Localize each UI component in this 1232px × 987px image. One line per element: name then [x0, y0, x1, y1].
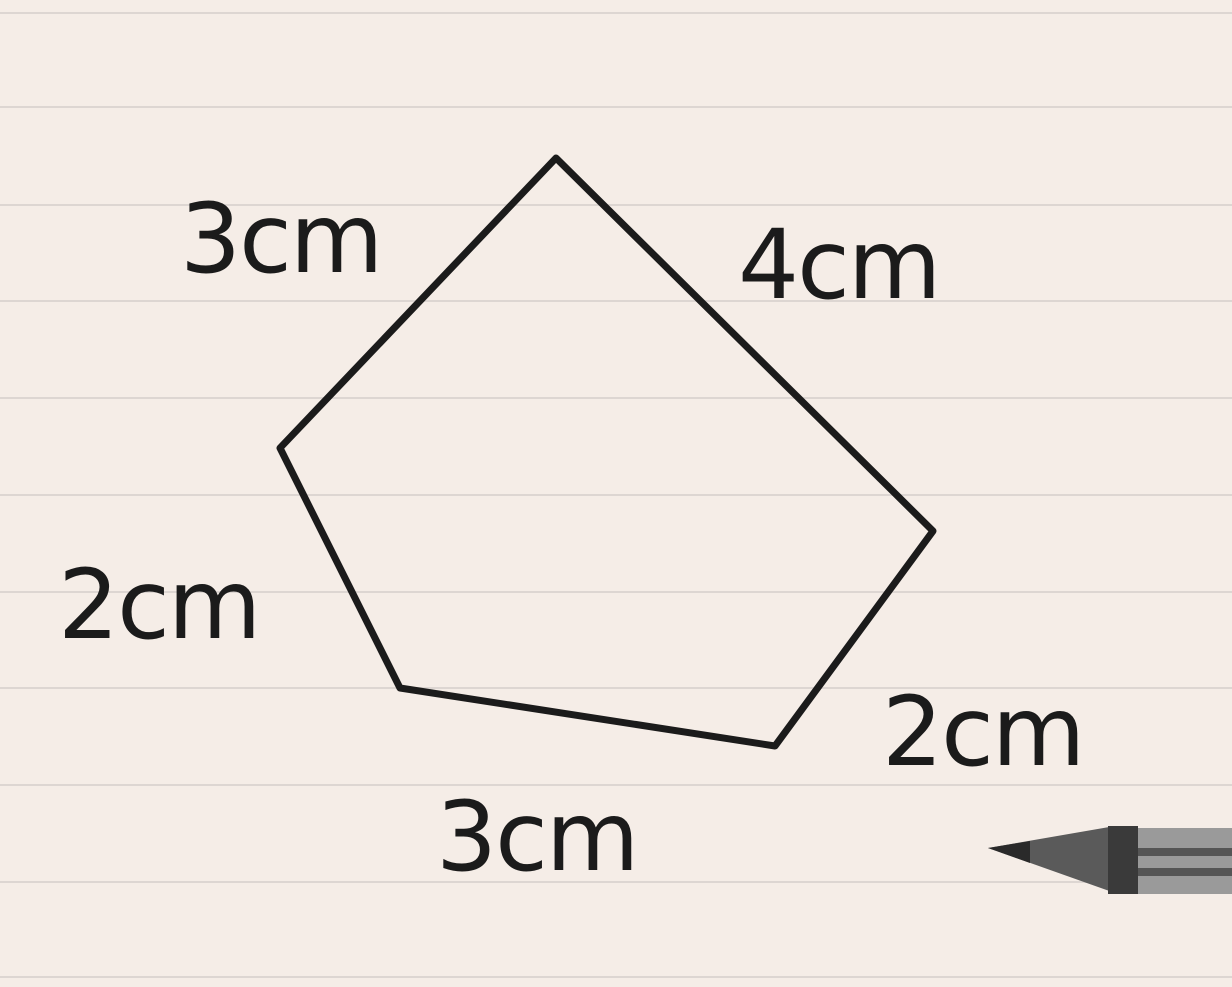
side-label-bottom: 3cm: [436, 781, 637, 893]
side-label-bottom-right: 2cm: [882, 676, 1083, 788]
pencil-icon: [988, 826, 1232, 894]
side-label-top-right: 4cm: [738, 209, 939, 321]
pentagon-outline: [276, 154, 937, 750]
side-label-top-left: 3cm: [180, 183, 381, 295]
side-label-left: 2cm: [58, 549, 259, 661]
